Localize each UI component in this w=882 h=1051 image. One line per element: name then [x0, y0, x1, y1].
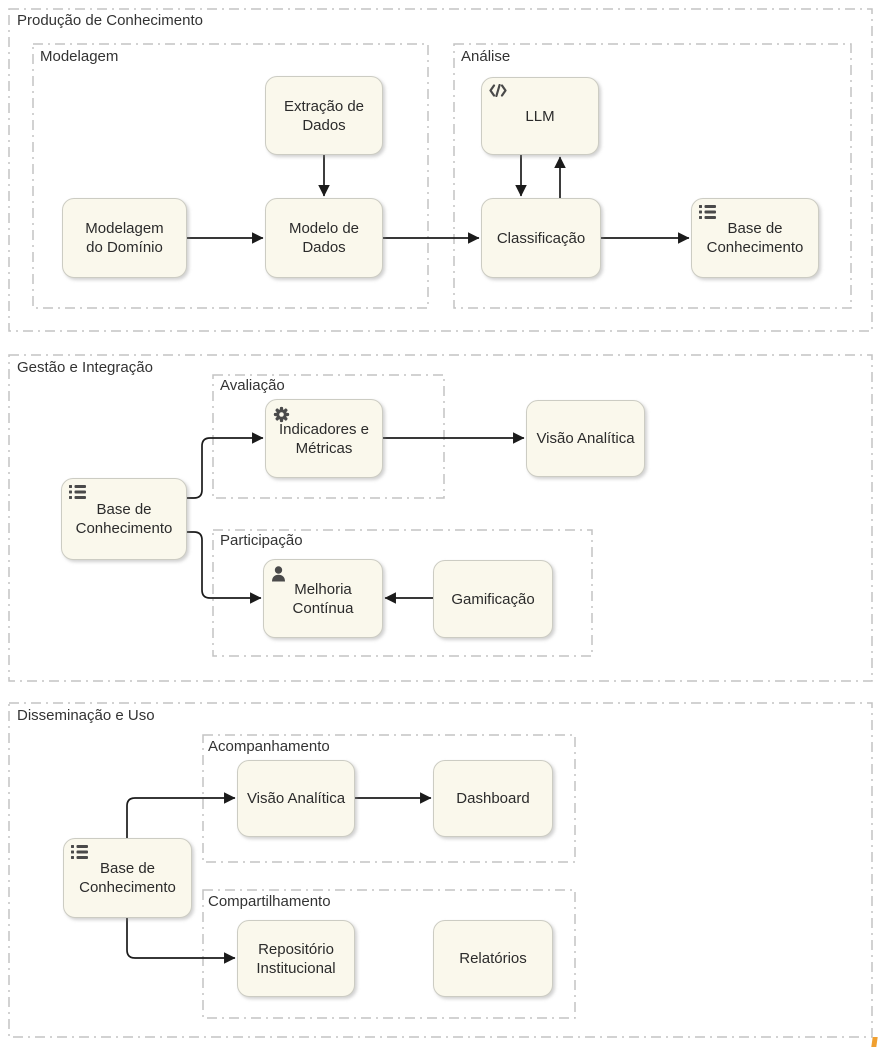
list-icon — [699, 205, 716, 219]
node-classificacao: Classificação — [481, 198, 601, 278]
node-label: Base de Conhecimento — [79, 860, 176, 896]
group-title-modelagem: Modelagem — [40, 48, 119, 65]
node-label: Classificação — [496, 229, 586, 247]
edge-base-to-repositorio — [126, 918, 236, 964]
gear-icon — [273, 406, 290, 423]
list-icon — [71, 845, 88, 859]
list-icon — [69, 485, 86, 499]
group-title-acompanhamento: Acompanhamento — [208, 738, 330, 755]
edge-base-to-indicadores — [187, 432, 264, 499]
node-base-conhecimento-gestao: Base de Conhecimento — [61, 478, 187, 560]
node-modelo-dados: Modelo de Dados — [265, 198, 383, 278]
group-title-avaliacao: Avaliação — [220, 377, 285, 394]
node-label: LLM — [525, 107, 555, 125]
node-label: Visão Analítica — [536, 430, 635, 447]
node-dashboard: Dashboard — [433, 760, 553, 837]
node-modelagem-dominio: Modelagem do Domínio — [62, 198, 187, 278]
node-label: Indicadores e Métricas — [278, 420, 370, 457]
user-icon — [271, 566, 286, 582]
section-title-gestao: Gestão e Integração — [17, 359, 153, 376]
node-label: Modelagem do Domínio — [85, 220, 164, 256]
node-llm: LLM — [481, 77, 599, 155]
section-producao-border — [8, 8, 873, 332]
node-label: Visão Analítica — [246, 790, 346, 807]
group-title-analise: Análise — [461, 48, 511, 65]
edge-base-to-visao-disseminacao — [126, 792, 236, 838]
group-title-compartilhamento: Compartilhamento — [208, 893, 331, 910]
node-label: Relatórios — [459, 950, 527, 967]
section-title-producao: Produção de Conhecimento — [17, 12, 203, 29]
node-gamificacao: Gamificação — [433, 560, 553, 638]
node-indicadores-metricas: Indicadores e Métricas — [265, 399, 383, 478]
node-visao-analitica-disseminacao: Visão Analítica — [237, 760, 355, 837]
node-label: Base de Conhecimento — [706, 220, 804, 256]
node-visao-analitica-gestao: Visão Analítica — [526, 400, 645, 477]
node-repositorio-institucional: Repositório Institucional — [237, 920, 355, 997]
watermark-mark — [871, 1037, 878, 1047]
node-label: Repositório Institucional — [256, 940, 336, 977]
node-label: Gamificação — [451, 590, 535, 608]
node-melhoria-continua: Melhoria Contínua — [263, 559, 383, 638]
node-label: Modelo de Dados — [288, 220, 360, 256]
node-label: Base de Conhecimento — [75, 501, 173, 537]
node-relatorios: Relatórios — [433, 920, 553, 997]
code-icon — [489, 83, 507, 98]
node-label: Extração de Dados — [283, 97, 365, 134]
node-label: Dashboard — [456, 790, 530, 807]
group-title-participacao: Participação — [220, 532, 303, 549]
node-base-conhecimento-producao: Base de Conhecimento — [691, 198, 819, 278]
node-extracao-dados: Extração de Dados — [265, 76, 383, 155]
section-title-disseminacao: Disseminação e Uso — [17, 707, 155, 724]
node-label: Melhoria Contínua — [292, 580, 354, 617]
node-base-conhecimento-disseminacao: Base de Conhecimento — [63, 838, 192, 918]
